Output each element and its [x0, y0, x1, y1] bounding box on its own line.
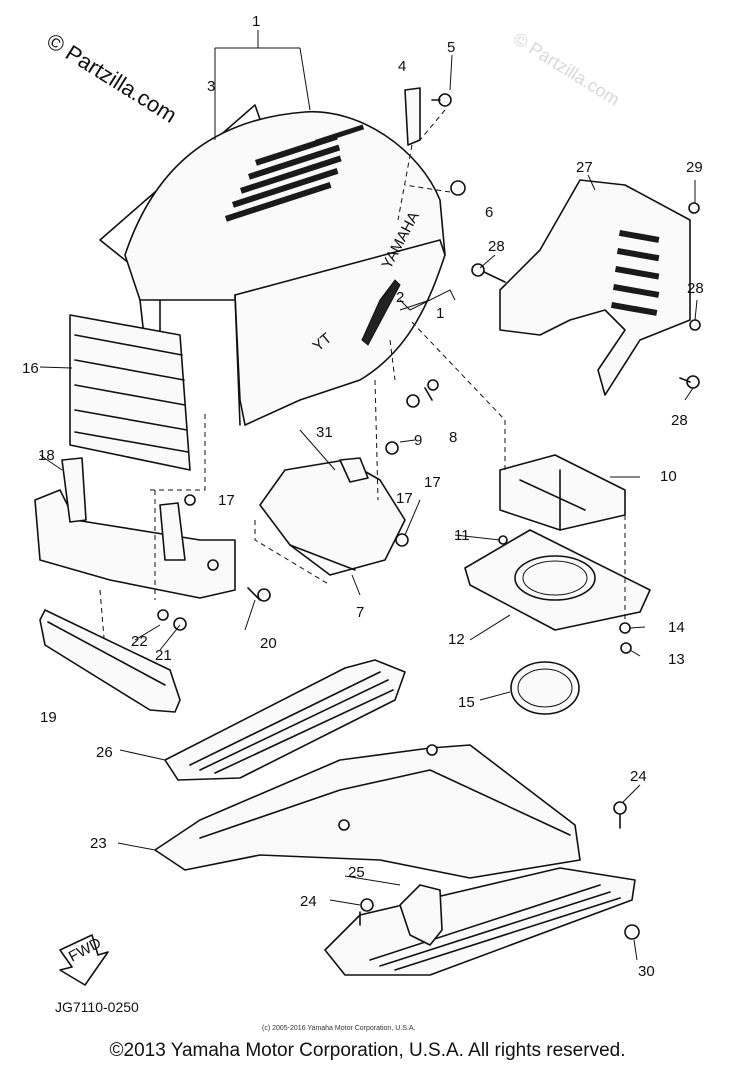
- callout-16: 16: [22, 360, 39, 377]
- callout-7: 7: [356, 604, 364, 621]
- callout-17c: 17: [396, 490, 413, 507]
- callout-25: 25: [348, 864, 365, 881]
- callout-11: 11: [454, 527, 470, 544]
- callout-1: 1: [252, 13, 260, 30]
- callout-8: 8: [449, 429, 457, 446]
- callout-1b: 1: [436, 305, 444, 322]
- watermark-faint: © Partzilla.com: [510, 28, 623, 109]
- callout-10: 10: [660, 468, 677, 485]
- callout-2: 2: [396, 289, 404, 306]
- small-copyright: (c) 2005-2016 Yamaha Motor Corporation, …: [262, 1025, 415, 1032]
- hood-vents: [224, 124, 365, 222]
- callout-21: 21: [155, 647, 172, 664]
- callout-4: 4: [398, 58, 406, 75]
- callout-13: 13: [668, 651, 685, 668]
- callout-31: 31: [316, 424, 333, 441]
- grille: [69, 314, 191, 471]
- callout-28b: 28: [687, 280, 704, 297]
- callout-28c: 28: [671, 412, 688, 429]
- floor-mat: [164, 659, 406, 781]
- callout-17a: 17: [218, 492, 235, 509]
- callout-24a: 24: [630, 768, 647, 785]
- callout-27: 27: [576, 159, 593, 176]
- callout-22: 22: [131, 633, 148, 650]
- callout-15: 15: [458, 694, 475, 711]
- callout-12: 12: [448, 631, 465, 648]
- callout-5: 5: [447, 39, 455, 56]
- callout-30: 30: [638, 963, 655, 980]
- side-cover: [499, 179, 691, 396]
- callout-3: 3: [207, 78, 215, 95]
- callout-28a: 28: [488, 238, 505, 255]
- callout-26: 26: [96, 744, 113, 761]
- callout-6: 6: [485, 204, 493, 221]
- callout-24b: 24: [300, 893, 317, 910]
- copyright-notice: ©2013 Yamaha Motor Corporation, U.S.A. A…: [109, 1040, 626, 1061]
- fwd-arrow-icon: FWD: [59, 934, 109, 986]
- step-plate: [324, 867, 636, 976]
- callout-17b: 17: [424, 474, 441, 491]
- callout-9: 9: [414, 432, 422, 449]
- callout-18: 18: [38, 447, 55, 464]
- callout-19: 19: [40, 709, 57, 726]
- callout-23: 23: [90, 835, 107, 852]
- callout-20: 20: [260, 635, 277, 652]
- diagram-code: JG7110-0250: [55, 999, 139, 1015]
- callout-29: 29: [686, 159, 703, 176]
- callout-14: 14: [668, 619, 685, 636]
- watermark-main: © Partzilla.com: [42, 28, 181, 128]
